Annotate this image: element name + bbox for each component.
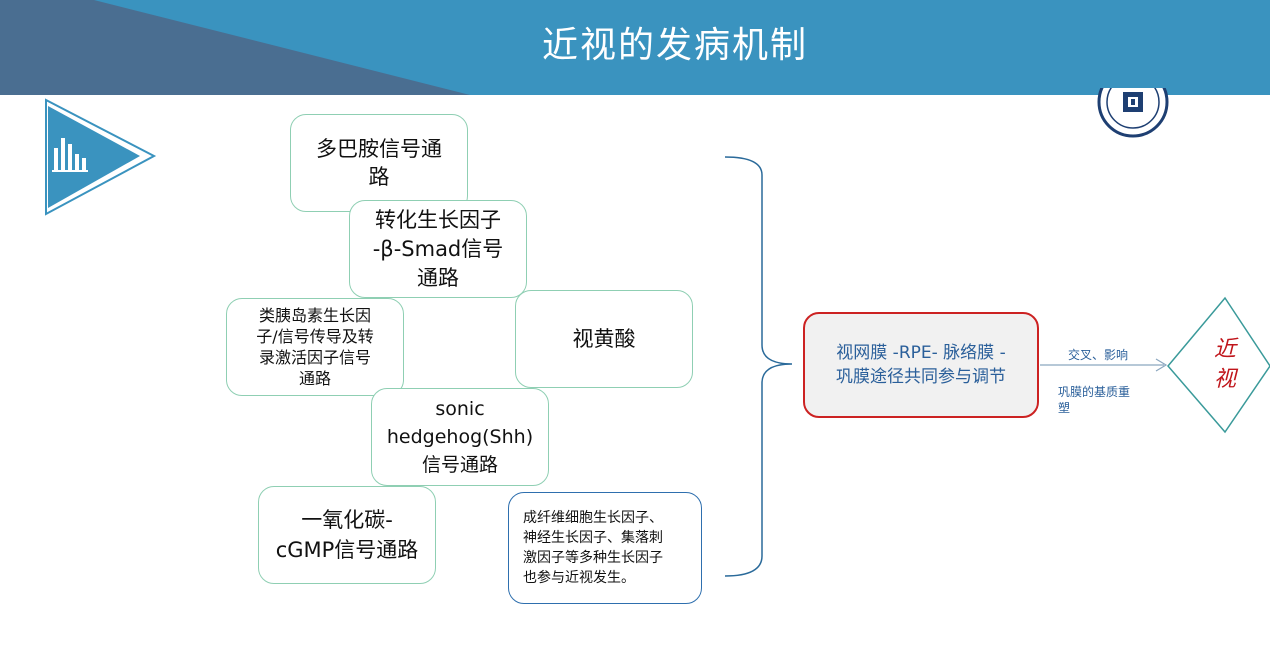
outcome-myopia: 近 视 — [1213, 337, 1236, 392]
growth-factors-note: 成纤维细胞生长因子、神经生长因子、集落刺激因子等多种生长因子也参与近视发生。 — [508, 492, 702, 604]
grouping-brace — [724, 156, 793, 577]
arrow-label-bottom: 巩膜的基质重 塑 — [1058, 385, 1131, 415]
university-seal-logo — [1097, 88, 1169, 138]
pathway-no-cgmp: 一氧化碳-cGMP信号通路 — [258, 486, 436, 584]
bar-chart-icon — [45, 98, 157, 216]
arrow-head — [1155, 358, 1168, 372]
pathway-retinoic-acid: 视黄酸 — [515, 290, 693, 388]
page-title: 近视的发病机制 — [541, 25, 808, 66]
arrow-label-top: 交叉、影响 — [1068, 348, 1129, 362]
outcome-diamond — [1167, 296, 1270, 434]
pathway-igf-jak-stat: 类胰岛素生长因子/信号传导及转录激活因子信号通路 — [226, 298, 404, 396]
retina-rpe-choroid-sclera-box: 视网膜 -RPE- 脉络膜 -巩膜途径共同参与调节 — [803, 312, 1039, 418]
pathway-tgf-beta-smad: 转化生长因子-β-Smad信号通路 — [349, 200, 527, 298]
